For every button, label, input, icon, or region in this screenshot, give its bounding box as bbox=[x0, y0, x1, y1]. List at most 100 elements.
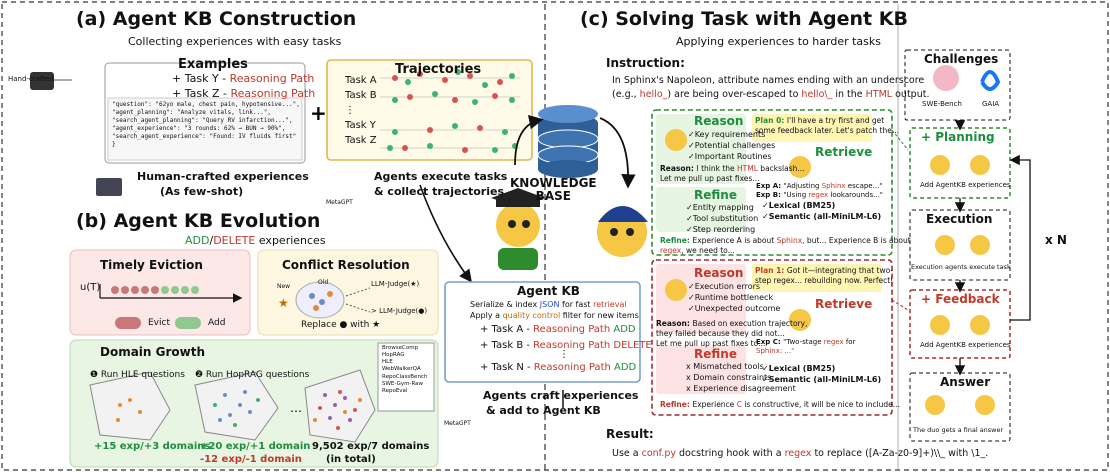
growth-step-2a: +20 exp/+1 domain bbox=[200, 441, 311, 452]
old-label: Old bbox=[318, 279, 329, 286]
growth-points bbox=[116, 390, 362, 430]
run-hle-label: ❶ Run HLE questions bbox=[90, 370, 185, 380]
ut-label: u(T) bbox=[80, 282, 101, 293]
instruction-line-1: In Sphinx's Napoleon, attribute names en… bbox=[612, 75, 925, 86]
refine-list-1: ✓Entity mapping✓Tool substitution✓Step r… bbox=[686, 203, 759, 234]
growth-step-2b: -12 exp/-1 domain bbox=[200, 454, 302, 465]
example-task-y: + Task Y - Reasoning Path bbox=[172, 72, 315, 85]
examples-label: Examples bbox=[178, 57, 248, 72]
conflict-resolution-box bbox=[257, 249, 439, 336]
domain-legend-box bbox=[377, 342, 435, 412]
trajectories-box bbox=[326, 59, 533, 161]
planning-label: + Planning bbox=[921, 130, 995, 144]
arrow-to-agent-kb bbox=[419, 184, 472, 283]
result-label: Result: bbox=[606, 427, 654, 441]
gaia-label: GAIA bbox=[982, 100, 1000, 108]
planning-caption: Add AgentKB experiences bbox=[920, 181, 1011, 189]
llm-judge-2: > LLM-Judge(●) bbox=[371, 307, 428, 315]
instruction-line-2: (e.g., hello_) are being over-escaped to… bbox=[612, 89, 930, 100]
section-a-subtitle: Collecting experiences with easy tasks bbox=[128, 35, 342, 48]
people-icon bbox=[96, 178, 122, 196]
agent-kb-task-b: + Task B - Reasoning Path DELETE bbox=[480, 340, 652, 351]
reason-text-1b: Let me pull up past fixes... bbox=[660, 174, 760, 183]
refine-label-2: Refine bbox=[694, 347, 737, 361]
instruction-label: Instruction: bbox=[606, 56, 685, 70]
answer-caption: The duo gets a final answer bbox=[913, 426, 1004, 434]
section-a-title: (a) Agent KB Construction bbox=[76, 8, 357, 30]
gaia-icon bbox=[980, 70, 1001, 91]
growth-step-1: +15 exp/+3 domains bbox=[94, 441, 211, 452]
feedback-caption: Add AgentKB experiences bbox=[920, 341, 1011, 349]
add-swatch bbox=[175, 317, 201, 329]
kb-arrow-right bbox=[599, 117, 636, 189]
refine-text-2: Refine: Experience C is constructive, it… bbox=[660, 400, 900, 409]
semantic-1: ✓Semantic (all-MiniLM-L6) bbox=[762, 212, 882, 221]
answer-label: Answer bbox=[940, 375, 991, 389]
agent-kb-ellipsis: ⋮ bbox=[559, 349, 569, 360]
svg-text:…: … bbox=[290, 401, 302, 415]
trajectory-graphs bbox=[380, 69, 520, 153]
trajectories-label: Trajectories bbox=[395, 62, 482, 77]
answer-box bbox=[909, 372, 1011, 442]
metagpt-label-b: MetaGPT bbox=[444, 420, 471, 427]
challenges-box bbox=[904, 49, 1011, 121]
refine-text-1b: regex, we need to... bbox=[660, 246, 735, 255]
knowledge-base-icon bbox=[537, 105, 599, 178]
agents-execute-label: Agents execute tasks bbox=[374, 170, 508, 183]
growth-total-note: (in total) bbox=[326, 454, 376, 465]
evict-label: Evict bbox=[148, 318, 170, 328]
lexical-1: ✓Lexical (BM25) bbox=[762, 201, 836, 210]
laptop-icon bbox=[30, 72, 54, 90]
reason-list-1: ✓Key requirements✓Potential challenges✓I… bbox=[688, 130, 776, 161]
result-text: Use a conf.py docstring hook with a rege… bbox=[612, 448, 989, 459]
new-label: New bbox=[277, 283, 291, 290]
hand-crafted-label: Hand-crafted bbox=[8, 75, 54, 83]
agent-kb-box bbox=[444, 281, 641, 383]
collect-trajectories-label: & collect trajectories bbox=[374, 185, 504, 198]
section-c-title: (c) Solving Task with Agent KB bbox=[580, 8, 908, 30]
add-label: Add bbox=[208, 318, 226, 328]
few-shot-label: (As few-shot) bbox=[160, 185, 244, 198]
svg-text:+: + bbox=[310, 101, 327, 125]
domain-growth-label: Domain Growth bbox=[100, 345, 206, 359]
execution-box bbox=[909, 209, 1011, 281]
planning-box bbox=[909, 127, 1011, 199]
loop-arrow bbox=[1009, 154, 1031, 321]
conflict-resolution-label: Conflict Resolution bbox=[282, 258, 410, 272]
reason-text-1a: Reason: I think the HTML backslash... bbox=[660, 164, 805, 173]
refine-text-1a: Refine: Experience A is about Sphinx, bu… bbox=[660, 236, 911, 245]
example-task-z: + Task Z - Reasoning Path bbox=[172, 87, 316, 100]
json-example: "question": "62yo male, chest pain, hypo… bbox=[112, 101, 300, 149]
run-hoprag-label: ❷ Run HopRAG questions bbox=[195, 370, 310, 380]
eviction-timeline bbox=[111, 286, 199, 294]
kb-arrow-left bbox=[514, 115, 544, 166]
execution-label: Execution bbox=[926, 212, 993, 226]
plan-1: Plan 1: Got it—integrating that two-step… bbox=[755, 266, 894, 285]
section-b-title: (b) Agent KB Evolution bbox=[76, 210, 321, 232]
reason-label-1: Reason bbox=[694, 114, 744, 128]
growth-shape-1 bbox=[89, 371, 171, 441]
lexical-2: ✓Lexical (BM25) bbox=[762, 364, 836, 373]
llm-judge-1: LLM-Judge(★) bbox=[371, 280, 420, 288]
human-crafted-label: Human-crafted experiences bbox=[137, 170, 309, 183]
agent-kb-task-a: + Task A - Reasoning Path ADD bbox=[480, 324, 636, 335]
reason-text-2: Reason: Based on execution trajectory,th… bbox=[656, 319, 808, 348]
add-to-agent-kb-label: & add to Agent KB bbox=[486, 404, 601, 417]
serialize-line: Serialize & index JSON for fast retrieva… bbox=[470, 300, 627, 309]
section-b-subtitle: ADD/DELETE experiences bbox=[185, 234, 326, 247]
growth-total: 9,502 exp/7 domains bbox=[312, 441, 430, 452]
evict-swatch bbox=[115, 317, 141, 329]
replace-label: Replace ● with ★ bbox=[301, 320, 381, 330]
exp-b: Exp B: "Using regex lookarounds..." bbox=[756, 191, 884, 199]
semantic-2: ✓Semantic (all-MiniLM-L6) bbox=[762, 375, 882, 384]
swe-bench-icon bbox=[933, 65, 959, 91]
agent-kb-task-n: + Task N - Reasoning Path ADD bbox=[480, 362, 637, 373]
challenges-label: Challenges bbox=[924, 52, 999, 66]
section-c-subtitle: Applying experiences to harder tasks bbox=[676, 35, 881, 48]
